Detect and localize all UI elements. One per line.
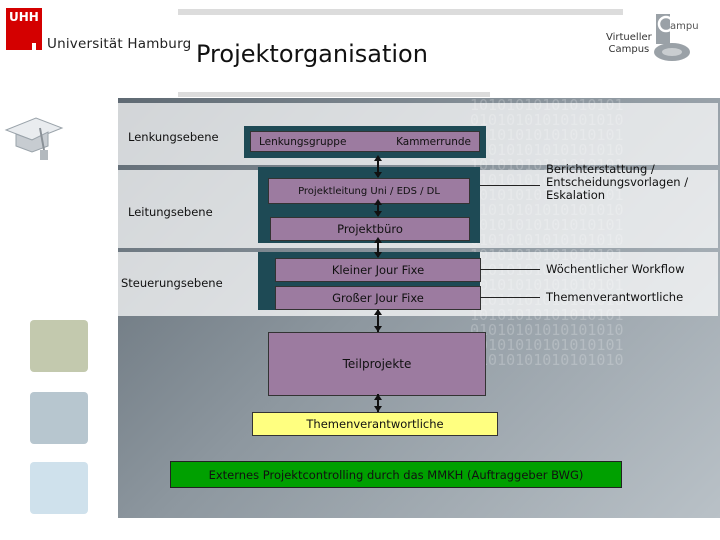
grosser-jour-fixe-box: Großer Jour Fixe xyxy=(275,286,481,310)
lenkungsgruppe-label: Lenkungsgruppe xyxy=(259,135,347,148)
connector-steuerung-teilprojekte xyxy=(377,310,379,332)
virtual-campus-text: Virtueller Campus xyxy=(606,32,652,56)
page-title: Projektorganisation xyxy=(196,40,428,68)
graduation-cap-icon xyxy=(4,117,64,160)
kammerrunde-label: Kammerrunde xyxy=(396,135,471,148)
connector-buero-steuerung xyxy=(377,239,379,257)
arrow-up-2 xyxy=(374,199,382,205)
note-bericht-1: Berichterstattung / xyxy=(546,162,655,176)
uhh-castle-icon xyxy=(26,31,42,50)
level-steuerung: Steuerungsebene xyxy=(121,276,223,290)
themenverantwortliche-box: Themenverantwortliche xyxy=(252,412,498,436)
arrow-down-3 xyxy=(374,252,382,258)
note-bericht-2: Entscheidungsvorlagen / xyxy=(546,175,689,189)
note-line-bericht xyxy=(480,185,540,186)
deco-tile-1 xyxy=(30,320,88,372)
kleiner-jour-fixe-box: Kleiner Jour Fixe xyxy=(275,258,481,282)
arrow-down-4 xyxy=(374,326,382,332)
connector-teilprojekte-themen xyxy=(377,394,379,412)
projektbuero-box: Projektbüro xyxy=(270,217,470,241)
note-themen: Themenverantwortliche xyxy=(546,290,684,304)
arrow-up-1 xyxy=(374,155,382,161)
arrow-down-1 xyxy=(374,172,382,178)
header xyxy=(0,0,720,96)
note-bericht: Berichterstattung / Entscheidungsvorlage… xyxy=(546,163,688,202)
lenkung-box: Lenkungsgruppe Kammerrunde xyxy=(250,131,480,152)
vc-line1: Virtueller xyxy=(606,32,652,43)
note-line-themen xyxy=(480,297,540,298)
title-underline xyxy=(178,92,490,97)
arrow-down-2 xyxy=(374,211,382,217)
connector-lenkung-leitung xyxy=(377,158,379,177)
controlling-box: Externes Projektcontrolling durch das MM… xyxy=(170,461,622,488)
header-divider xyxy=(178,9,623,15)
arrow-up-4 xyxy=(374,309,382,315)
deco-tile-3 xyxy=(30,462,88,514)
level-leitung: Leitungsebene xyxy=(128,205,213,219)
vc-logo-word: ampus xyxy=(670,21,698,32)
arrow-up-5 xyxy=(374,394,382,400)
arrow-up-3 xyxy=(374,237,382,243)
note-line-workflow xyxy=(480,269,540,270)
level-lenkung: Lenkungsebene xyxy=(128,130,219,144)
vc-line2: Campus xyxy=(608,44,650,55)
note-bericht-3: Eskalation xyxy=(546,188,606,202)
teilprojekte-box: Teilprojekte xyxy=(268,332,486,396)
arrow-down-5 xyxy=(374,406,382,412)
connector-leitung-buero xyxy=(377,202,379,216)
uhh-logo-text: UHH xyxy=(9,10,39,24)
projektleitung-box: Projektleitung Uni / EDS / DL xyxy=(268,178,470,204)
virtual-campus-logo: ampus xyxy=(654,14,698,61)
university-name: Universität Hamburg xyxy=(47,36,192,52)
note-woechentlich: Wöchentlicher Workflow xyxy=(546,262,685,276)
deco-tile-2 xyxy=(30,392,88,444)
